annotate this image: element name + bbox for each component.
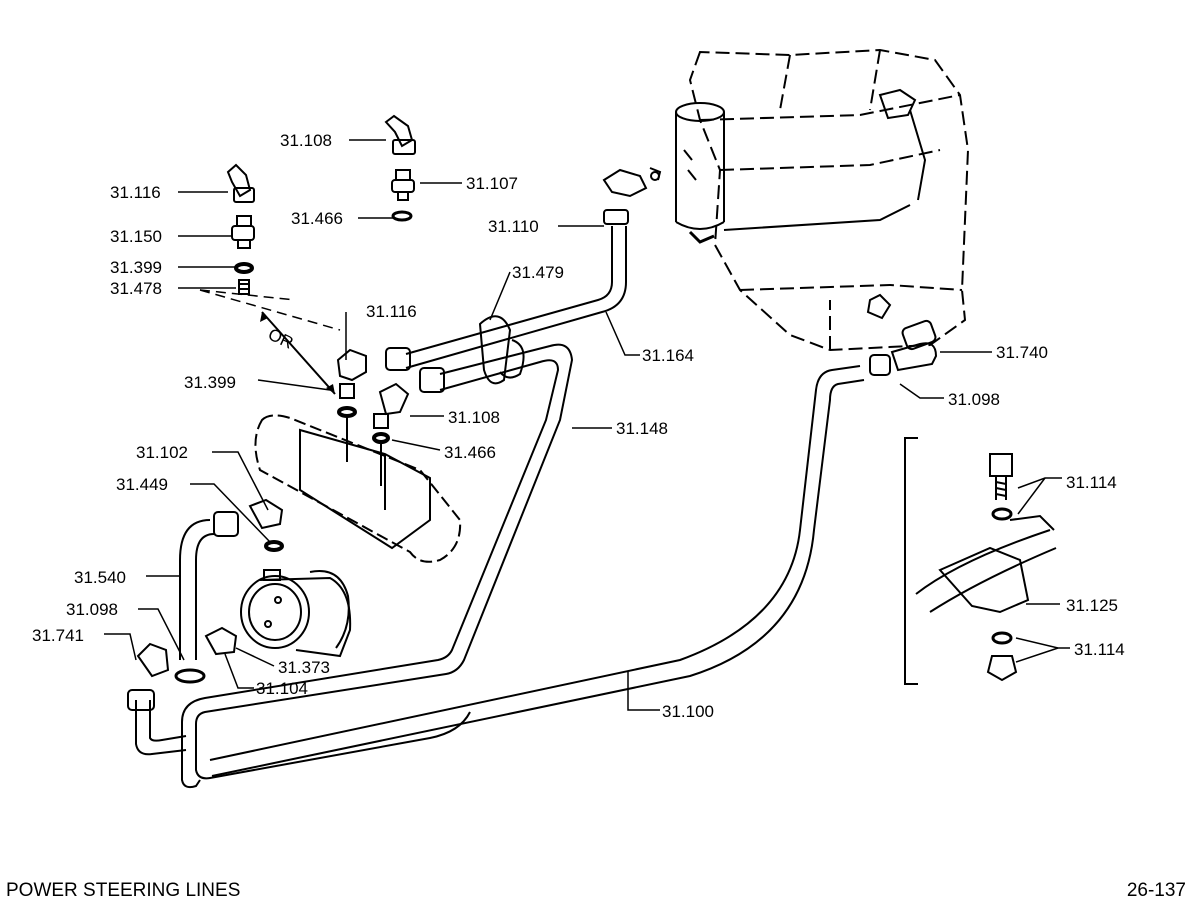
hose-31-148-upper — [181, 343, 574, 789]
steering-gear-housing — [688, 48, 970, 352]
hose-31-741 — [127, 642, 187, 756]
power-steering-pump — [204, 498, 352, 658]
or-dashed-guide — [199, 289, 341, 331]
label-31-466-mid: 31.466 — [444, 443, 496, 462]
label-31-108-mid: 31.108 — [448, 408, 500, 427]
label-31-098-right: 31.098 — [948, 390, 1000, 409]
page-number: 26-137 — [1126, 880, 1186, 901]
label-31-399-left: 31.399 — [110, 258, 162, 277]
hose-clamp-lower — [174, 668, 206, 684]
label-31-399-mid: 31.399 — [184, 373, 236, 392]
label-31-107: 31.107 — [466, 174, 518, 193]
label-31-114-top: 31.114 — [1066, 473, 1117, 492]
fitting-stack-left — [226, 163, 255, 295]
hose-31-100 — [209, 365, 865, 777]
hose-31-540 — [179, 511, 239, 660]
label-31-100: 31.100 — [662, 702, 714, 721]
label-31-466-top: 31.466 — [291, 209, 343, 228]
label-31-741: 31.741 — [32, 626, 84, 645]
label-31-164: 31.164 — [642, 346, 694, 365]
part-labels: 31.108 31.107 31.466 31.116 31.150 31.39… — [32, 131, 1125, 721]
diagram-caption: POWER STEERING LINES — [6, 880, 241, 901]
label-31-150: 31.150 — [110, 227, 162, 246]
fitting-stack-top — [384, 114, 416, 222]
label-31-116-mid: 31.116 — [366, 302, 417, 321]
hose-31-740-end — [869, 319, 938, 376]
label-31-104: 31.104 — [256, 679, 308, 698]
clamp-31-479 — [478, 315, 525, 385]
label-or: OR — [265, 325, 296, 353]
label-31-125: 31.125 — [1066, 596, 1118, 615]
label-31-102: 31.102 — [136, 443, 188, 462]
label-31-740: 31.740 — [996, 343, 1048, 362]
label-31-114-bottom: 31.114 — [1074, 640, 1125, 659]
label-31-373: 31.373 — [278, 658, 330, 677]
leader-lines — [104, 139, 1070, 711]
label-31-110: 31.110 — [488, 217, 539, 236]
label-31-148: 31.148 — [616, 419, 668, 438]
steering-gear-box — [254, 348, 462, 563]
or-arrow — [261, 311, 336, 395]
label-31-479: 31.479 — [512, 263, 564, 282]
label-31-478: 31.478 — [110, 279, 162, 298]
hose-31-164 — [405, 226, 627, 369]
reservoir-canister — [675, 88, 927, 320]
reservoir-elbow-fitting — [602, 167, 662, 225]
label-31-449: 31.449 — [116, 475, 168, 494]
bracket-assembly — [904, 437, 1057, 685]
label-31-098-left: 31.098 — [66, 600, 118, 619]
hose-end-fittings — [385, 347, 445, 393]
label-31-108-top: 31.108 — [280, 131, 332, 150]
label-31-540: 31.540 — [74, 568, 126, 587]
label-31-116-left: 31.116 — [110, 183, 161, 202]
